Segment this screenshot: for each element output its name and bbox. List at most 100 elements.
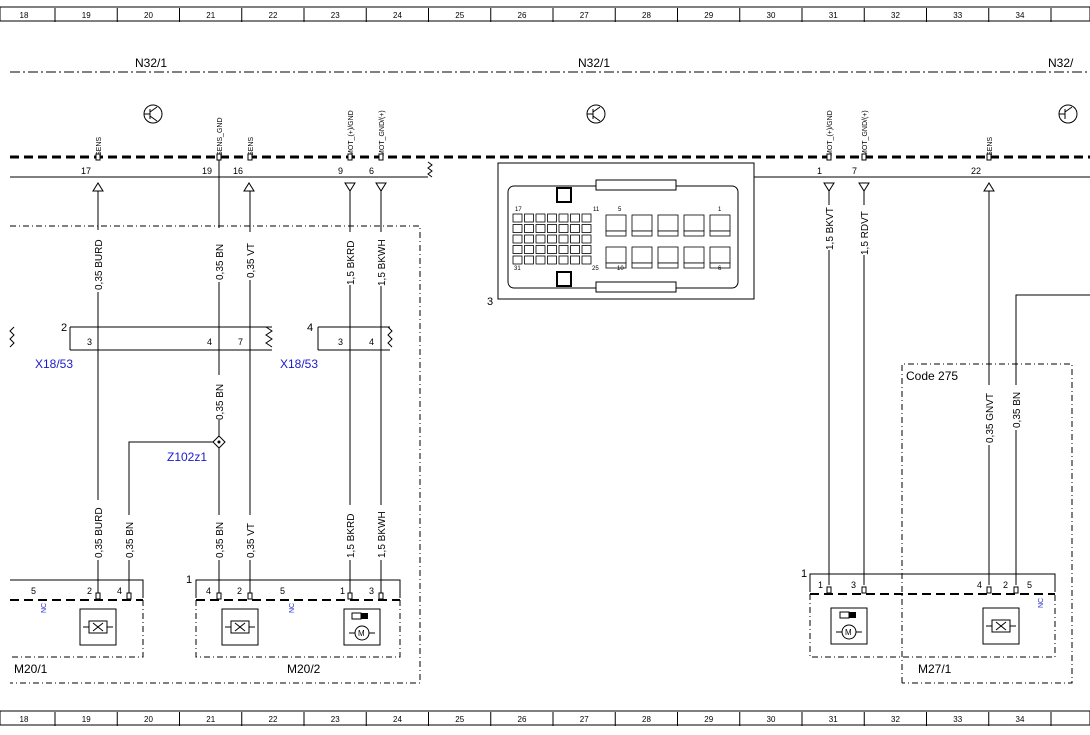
connector-cavity xyxy=(683,246,705,264)
ruler-column-number: 32 xyxy=(891,11,900,20)
wire-label: 0,35 BURD xyxy=(94,507,105,558)
wire-label: 0,35 BN xyxy=(125,522,136,558)
ruler-column-number: 34 xyxy=(1016,715,1025,724)
pin-number: 2 xyxy=(1003,580,1008,590)
n32-label-left: N32/1 xyxy=(135,56,167,70)
connector-cavity xyxy=(524,213,534,223)
motor-icon: M xyxy=(845,628,852,637)
ruler-column-number: 30 xyxy=(767,715,776,724)
ruler-column-number: 26 xyxy=(518,11,527,20)
signal-label: MOT_GND/(+) xyxy=(862,110,869,156)
connector-cavity xyxy=(524,255,534,265)
ruler-column-number: 19 xyxy=(82,11,91,20)
cavity-number: 5 xyxy=(618,207,622,213)
connector-cavity xyxy=(512,213,523,223)
connector-cavity xyxy=(524,234,534,244)
m20-2-ref: 1 xyxy=(186,574,192,586)
ruler-column-number: 24 xyxy=(393,715,402,724)
pin-stubs xyxy=(95,153,992,161)
pin-number: 17 xyxy=(81,166,91,176)
connector-cavity xyxy=(558,224,569,233)
ruler-column-number: 22 xyxy=(269,715,278,724)
ruler-column-number: 18 xyxy=(20,11,29,20)
wires-left xyxy=(97,160,382,598)
wire-label: 1,5 BKWH xyxy=(377,511,388,558)
wire-label: 1,5 BKVT xyxy=(825,207,836,250)
connector-cavity xyxy=(657,214,679,232)
pin-number: 3 xyxy=(851,580,856,590)
connector-cavity xyxy=(524,224,534,233)
connector-cavity xyxy=(512,234,523,244)
ruler-column-number: 31 xyxy=(829,715,838,724)
wire-label: 0,35 BN xyxy=(215,244,226,280)
connector-cavity xyxy=(581,234,592,244)
signal-label: MOT_(+)/GND xyxy=(348,110,355,156)
wire-label: 0,35 BN xyxy=(215,384,226,420)
connector-cavity xyxy=(631,214,653,232)
connector-cavity xyxy=(570,255,580,265)
m20-2-component xyxy=(195,579,401,658)
connector-cavity xyxy=(709,214,731,232)
ruler-column-number: 31 xyxy=(829,11,838,20)
m27-ref: 1 xyxy=(801,568,807,580)
break-icon xyxy=(427,161,433,178)
ruler-column-number: 27 xyxy=(580,11,589,20)
pin-number: 3 xyxy=(369,586,374,596)
ruler-column-number: 19 xyxy=(82,715,91,724)
ruler-column-number: 26 xyxy=(518,715,527,724)
pin-number: 4 xyxy=(207,337,212,347)
x18-pos: 2 xyxy=(61,322,67,334)
wire-label: 0,35 VT xyxy=(246,243,257,278)
wire-label: 0,35 VT xyxy=(246,523,257,558)
wire-label: 1,5 BKRD xyxy=(346,514,357,558)
pin-number: 1 xyxy=(817,166,822,176)
connector-cavity xyxy=(709,262,731,269)
cavity-number: 6 xyxy=(718,266,722,272)
connector-cavity xyxy=(657,246,679,264)
cavity-number: 10 xyxy=(617,266,624,272)
connector-cavity xyxy=(558,213,569,223)
connector-cavity xyxy=(581,255,592,265)
cavity-number: 17 xyxy=(515,207,522,213)
x18-connector-left xyxy=(9,326,273,351)
m20-1-component xyxy=(10,579,144,658)
ruler-column-number: 24 xyxy=(393,11,402,20)
ruler-column-number: 18 xyxy=(20,715,29,724)
x18-connector-right xyxy=(317,326,393,351)
ruler-column-number: 20 xyxy=(144,11,153,20)
pin-number: 2 xyxy=(87,586,92,596)
connector-cavity xyxy=(657,262,679,269)
n32-label-mid: N32/1 xyxy=(578,56,610,70)
connector-cavity xyxy=(512,245,523,254)
pin-number: 5 xyxy=(1027,580,1032,590)
connector-cavity xyxy=(547,245,557,254)
connector-cavity xyxy=(683,214,705,232)
signal-label: MOT_(+)/GND xyxy=(827,110,834,156)
connector-cavity xyxy=(631,246,653,264)
code-label: Code 275 xyxy=(906,369,958,383)
connector-housing xyxy=(497,162,755,300)
pin-number: 1 xyxy=(340,586,345,596)
ruler-column-number: 21 xyxy=(206,11,215,20)
ruler-column-number: 33 xyxy=(953,11,962,20)
connector-cavity xyxy=(581,224,592,233)
ruler-column-number: 29 xyxy=(704,11,713,20)
transistor-icon xyxy=(1058,104,1078,124)
x18-label-right: X18/53 xyxy=(280,357,318,371)
connector-cavity xyxy=(570,213,580,223)
nc-label: NC xyxy=(289,603,296,613)
m20-group-boundary xyxy=(10,225,421,684)
connector-cavity xyxy=(547,255,557,265)
x18-pos: 4 xyxy=(307,322,313,334)
ruler-column-number: 27 xyxy=(580,715,589,724)
pin-number: 5 xyxy=(280,586,285,596)
connector-cavity xyxy=(581,213,592,223)
cavity-number: 1 xyxy=(718,207,722,213)
connector-cavity xyxy=(535,224,546,233)
connector-cavity xyxy=(709,246,731,264)
ruler-column-number: 30 xyxy=(767,11,776,20)
m27-1-component xyxy=(809,573,1056,658)
pin-number: 3 xyxy=(338,337,343,347)
